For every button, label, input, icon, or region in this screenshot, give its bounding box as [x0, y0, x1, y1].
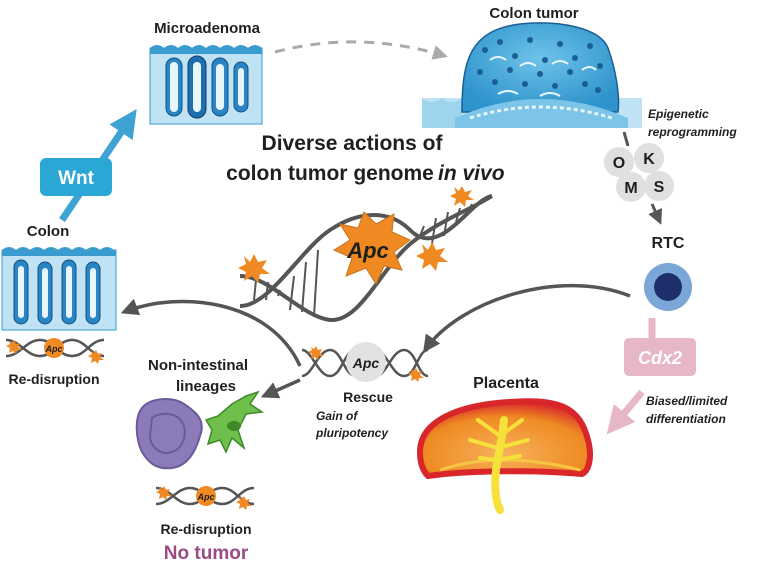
- placenta-illustration: Placenta: [416, 375, 593, 514]
- non-intestinal-label-2: lineages: [176, 378, 236, 395]
- arrow-rescue-to-colon: [120, 298, 302, 367]
- osk-factors: O K M S: [604, 143, 674, 202]
- cdx2-label: Cdx2: [638, 348, 682, 368]
- microadenoma-illustration: Microadenoma: [149, 20, 263, 125]
- wnt-box: Wnt: [40, 158, 112, 196]
- arrow-rtc-to-rescue: [422, 283, 631, 353]
- dna-re-disruption-left: Apc Re-disruption: [5, 338, 105, 387]
- title-line-2: colon tumor genome: [226, 162, 434, 185]
- rtc-label: RTC: [652, 235, 685, 252]
- dna-re-disruption-bottom: Apc Re-disruption No tumor: [155, 486, 255, 564]
- osk-m: M: [624, 180, 637, 197]
- arrow-microadenoma-to-tumor: [274, 40, 448, 60]
- colon-tumor-label: Colon tumor: [489, 5, 578, 22]
- title-in-vivo: in vivo: [438, 162, 505, 185]
- re-disruption-bottom-label: Re-disruption: [161, 521, 252, 537]
- biased-label-2: differentiation: [646, 412, 726, 426]
- gain-label-1: Gain of: [316, 409, 358, 423]
- main-title: Diverse actions of colon tumor genome in…: [226, 132, 505, 185]
- apc-main-label: Apc: [346, 238, 389, 263]
- microadenoma-label: Microadenoma: [154, 20, 261, 37]
- epigenetic-label-1: Epigenetic: [648, 107, 709, 121]
- osk-o: O: [613, 155, 625, 172]
- cdx2-box: Cdx2: [624, 338, 696, 376]
- apc-bottom-label: Apc: [196, 492, 214, 502]
- dna-rescue: Apc Rescue Gain of pluripotency: [301, 342, 429, 440]
- rescue-label: Rescue: [343, 389, 393, 405]
- non-intestinal-label-1: Non-intestinal: [148, 357, 248, 374]
- arrow-osk-to-rtc: [648, 203, 662, 225]
- osk-s: S: [654, 179, 665, 196]
- apc-small-label: Apc: [44, 344, 62, 354]
- placenta-label: Placenta: [473, 375, 539, 392]
- re-disruption-left-label: Re-disruption: [9, 371, 100, 387]
- biased-label-1: Biased/limited: [646, 394, 728, 408]
- rtc-cell: [644, 263, 692, 311]
- colon-illustration: Colon: [1, 223, 117, 331]
- wnt-label: Wnt: [58, 168, 95, 189]
- arrow-rescue-to-lineages: [260, 378, 301, 399]
- apc-helix: Apc: [238, 186, 494, 323]
- colon-tumor-illustration: Colon tumor: [422, 5, 642, 128]
- arrow-tumor-to-osk: [622, 131, 630, 147]
- epigenetic-label-2: reprogramming: [648, 125, 737, 139]
- no-tumor-label: No tumor: [164, 543, 249, 564]
- colon-label: Colon: [27, 223, 70, 240]
- title-line-1: Diverse actions of: [262, 132, 444, 155]
- osk-k: K: [643, 151, 655, 168]
- arrow-rtc-to-placenta: [612, 318, 656, 428]
- apc-rescue-label: Apc: [352, 355, 380, 371]
- gain-label-2: pluripotency: [315, 426, 389, 440]
- non-intestinal-lineages: Non-intestinal lineages: [135, 357, 265, 470]
